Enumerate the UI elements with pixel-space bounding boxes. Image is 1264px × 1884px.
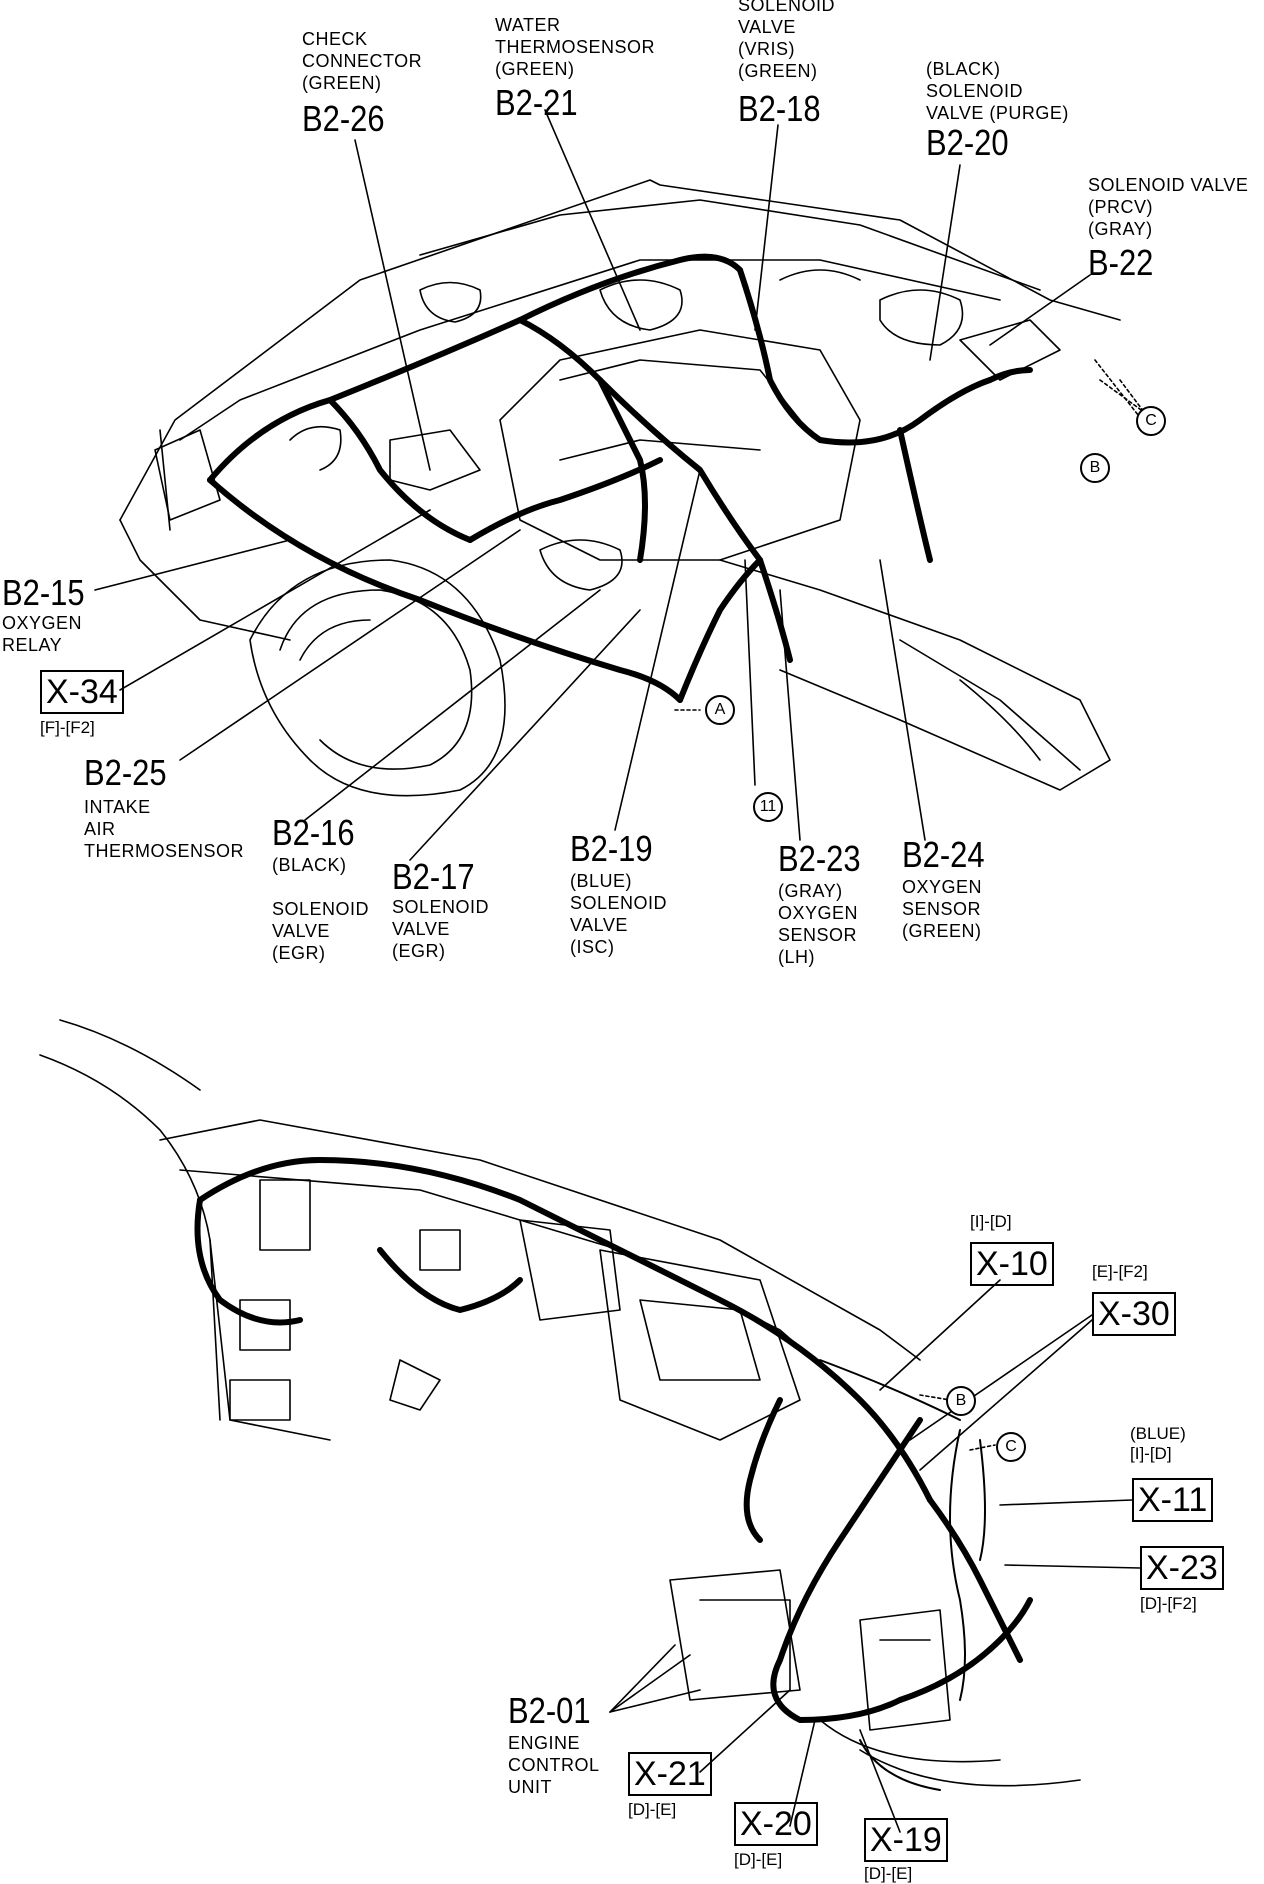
marker-b-top: B — [1080, 453, 1110, 483]
x-21-grid-ref: [D]-[E] — [628, 1800, 677, 1819]
solenoid-valve-egr-black-label: (BLACK) SOLENOID VALVE (EGR) — [272, 855, 370, 963]
connector-code-b2-17: B2-17 — [392, 856, 475, 897]
connector-box-x-11: X-11 — [1132, 1478, 1214, 1522]
dash-wiring-harness — [194, 1157, 1033, 1723]
oxygen-sensor-green-label: OXYGEN SENSOR (GREEN) — [902, 877, 983, 941]
connector-box-x-30: X-30 — [1092, 1292, 1176, 1336]
connector-code-b2-26: B2-26 — [302, 98, 385, 139]
connector-code-b2-20: B2-20 — [926, 122, 1009, 163]
x-34-grid-ref: [F]-[F2] — [40, 718, 95, 737]
engine-compartment-drawing — [119, 179, 1121, 797]
x-11-grid-ref: (BLUE) [I]-[D] — [1130, 1424, 1186, 1463]
solenoid-valve-prcv-label: SOLENOID VALVE (PRCV) (GRAY) — [1088, 175, 1249, 239]
x-20-grid-ref: [D]-[E] — [734, 1850, 783, 1869]
connector-code-b2-01: B2-01 — [508, 1690, 591, 1731]
connector-code-b-22: B-22 — [1088, 242, 1154, 283]
solenoid-valve-egr-label: SOLENOID VALVE (EGR) — [392, 897, 490, 961]
check-connector-label: CHECK CONNECTOR (GREEN) — [302, 29, 423, 93]
dashboard-drawing — [39, 1019, 1081, 1787]
marker-a: A — [705, 695, 735, 725]
x-30-grid-ref: [E]-[F2] — [1092, 1262, 1148, 1281]
oxygen-sensor-lh-label: (GRAY) OXYGEN SENSOR (LH) — [778, 881, 859, 967]
connector-code-b2-16: B2-16 — [272, 812, 355, 853]
connector-code-b2-21: B2-21 — [495, 82, 578, 123]
intake-air-thermosensor-label: INTAKE AIR THERMOSENSOR — [84, 797, 245, 861]
marker-c-bottom: C — [996, 1432, 1026, 1462]
connector-box-x-34: X-34 — [40, 670, 124, 714]
connector-box-x-20: X-20 — [734, 1802, 818, 1846]
connector-code-b2-24: B2-24 — [902, 834, 985, 875]
x-19-grid-ref: [D]-[E] — [864, 1864, 913, 1883]
marker-11: 11 — [753, 792, 783, 822]
connector-box-x-21: X-21 — [628, 1752, 712, 1796]
marker-c-top: C — [1136, 406, 1166, 436]
oxygen-relay-label: OXYGEN RELAY — [2, 613, 83, 655]
marker-b-bottom: B — [946, 1386, 976, 1416]
engine-control-unit-label: ENGINE CONTROL UNIT — [508, 1733, 600, 1797]
connector-box-x-10: X-10 — [970, 1242, 1054, 1286]
dash-thin-wires — [819, 1359, 986, 1791]
connector-code-b2-19: B2-19 — [570, 828, 653, 869]
water-thermosensor-label: WATER THERMOSENSOR (GREEN) — [495, 15, 656, 79]
connector-code-b2-18: B2-18 — [738, 88, 821, 129]
connector-box-x-23: X-23 — [1140, 1546, 1224, 1590]
connector-code-b2-23: B2-23 — [778, 838, 861, 879]
x-23-grid-ref: [D]-[F2] — [1140, 1594, 1197, 1613]
solenoid-valve-purge-label: (BLACK) SOLENOID VALVE (PURGE) — [926, 59, 1069, 123]
top-leader-lines — [94, 109, 1151, 861]
connector-code-b2-15: B2-15 — [2, 572, 85, 613]
x-10-grid-ref: [I]-[D] — [970, 1212, 1012, 1231]
solenoid-valve-vris-label: SOLENOID VALVE (VRIS) (GREEN) — [738, 0, 836, 81]
connector-code-b2-25: B2-25 — [84, 752, 167, 793]
solenoid-valve-isc-label: (BLUE) SOLENOID VALVE (ISC) — [570, 871, 668, 957]
bottom-leader-lines — [609, 1279, 1141, 1833]
engine-wiring-harness — [207, 253, 1033, 703]
connector-box-x-19: X-19 — [864, 1818, 948, 1862]
